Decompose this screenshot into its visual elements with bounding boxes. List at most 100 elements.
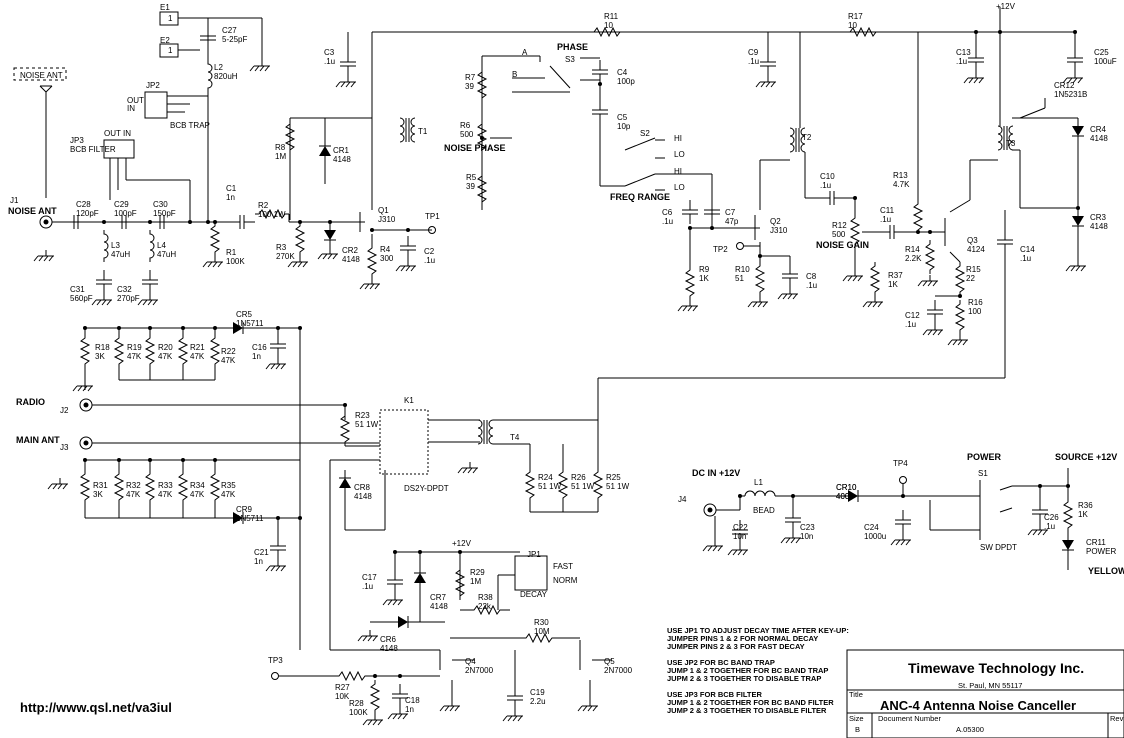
company-location: St. Paul, MN 55117 xyxy=(958,681,1022,690)
note-line: JUMP 2 & 3 TOGETHER TO DISABLE FILTER xyxy=(667,706,827,715)
yellow-label: YELLOW xyxy=(1088,566,1124,576)
c3-cap xyxy=(339,51,357,77)
junction-dot xyxy=(206,220,210,224)
ground-symbol xyxy=(842,269,864,282)
r15-resistor xyxy=(955,261,965,297)
c21-cap xyxy=(269,535,287,561)
jp3-header xyxy=(103,139,135,159)
ground-symbol xyxy=(1065,259,1087,272)
noise-ant-label: NOISE ANT xyxy=(20,71,63,80)
j1-ref: J1 xyxy=(10,196,19,205)
jp1-norm: NORM xyxy=(553,576,578,585)
title-block: Timewave Technology Inc. St. Paul, MN 55… xyxy=(846,649,1124,738)
j3-desc: MAIN ANT xyxy=(16,435,60,445)
junction-dot xyxy=(853,196,857,200)
s1-type: SW DPDT xyxy=(980,543,1017,552)
j4-desc: DC IN +12V xyxy=(692,468,740,478)
j2-ref: J2 xyxy=(60,406,69,415)
s3-b: B xyxy=(512,70,517,79)
jp2-desc: BCB TRAP xyxy=(170,121,210,130)
c24-cap xyxy=(894,509,912,535)
tp1-point xyxy=(428,226,436,234)
c2-cap xyxy=(399,235,417,261)
junction-dot xyxy=(298,516,302,520)
junction-dot xyxy=(458,550,462,554)
tp2-label: TP2 xyxy=(713,245,728,254)
ground-symbol xyxy=(727,543,749,556)
junction-dot xyxy=(102,220,106,224)
ground-symbol xyxy=(677,299,699,312)
c9-cap xyxy=(759,51,777,77)
cr4-diode xyxy=(1071,117,1085,145)
part-label-c2: C2.1u xyxy=(424,247,435,265)
wire xyxy=(549,65,571,89)
r36-resistor xyxy=(1063,497,1073,533)
jumper-labels: JP2 OUT IN BCB TRAP JP3 BCB FILTER OUT I… xyxy=(70,81,578,599)
k1-type: DS2Y-DPDT xyxy=(404,484,449,493)
wire xyxy=(624,137,656,151)
wire xyxy=(1019,107,1046,119)
c10-cap xyxy=(819,190,845,206)
s2-hi-2: HI xyxy=(674,167,682,176)
ground-symbol xyxy=(33,249,55,262)
resistor-r34 xyxy=(178,469,188,505)
title-field-label: Title xyxy=(849,690,863,699)
junction-dot xyxy=(398,674,402,678)
jp2-ref: JP2 xyxy=(146,81,160,90)
junction-dot xyxy=(791,494,795,498)
bead-label: BEAD xyxy=(753,506,775,515)
jp2-in: IN xyxy=(127,104,135,113)
tp2-point xyxy=(736,242,744,250)
ground-symbol xyxy=(357,629,379,642)
junction-dot xyxy=(117,326,121,330)
part-label-t4: T4 xyxy=(510,433,520,442)
junction-dot xyxy=(688,226,692,230)
c23-cap xyxy=(784,507,802,533)
c5-cap xyxy=(591,99,609,125)
l3-inductor xyxy=(103,229,109,263)
ground-symbol xyxy=(382,593,404,606)
wiring xyxy=(39,7,1080,700)
r37-resistor xyxy=(870,261,880,297)
part-label-c11: C11.1u xyxy=(880,206,895,224)
junction-dot xyxy=(901,494,905,498)
r27-resistor xyxy=(334,671,370,681)
ground-symbol xyxy=(249,59,271,72)
e1-pin: 1 xyxy=(168,14,173,23)
company-name: Timewave Technology Inc. xyxy=(908,660,1084,676)
resistor-r35 xyxy=(210,469,220,505)
cr8-diode xyxy=(338,469,352,497)
connector-labels: E1 E2 1 1 J1 NOISE ANT NOISE ANT J2 RADI… xyxy=(8,3,740,504)
junction-dot xyxy=(148,458,152,462)
r10-resistor xyxy=(755,261,765,297)
ground-symbol xyxy=(922,323,944,336)
r16-resistor xyxy=(955,299,965,335)
ground-symbol xyxy=(747,295,769,308)
wire xyxy=(624,173,656,187)
part-label-c8: C8.1u xyxy=(806,272,817,290)
